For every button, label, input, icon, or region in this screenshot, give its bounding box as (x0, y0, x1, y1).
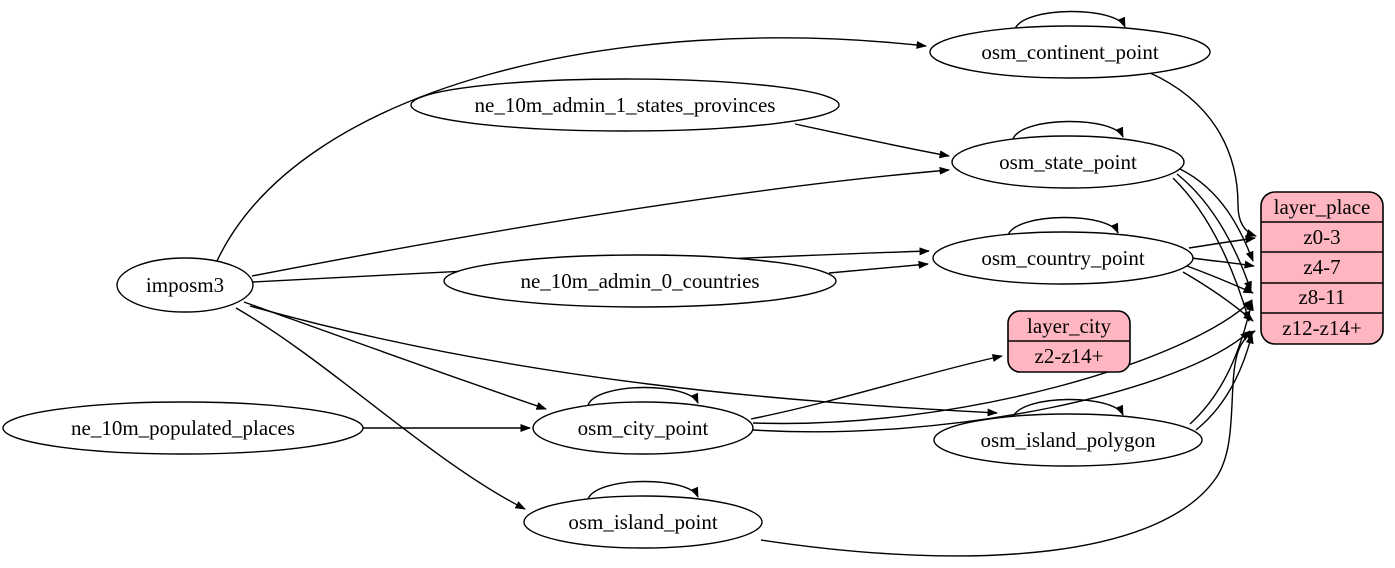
layer_place-row-z4-7: z4-7 (1303, 255, 1340, 279)
edge-imposm3-osm_city_point (243, 301, 547, 410)
nodes: imposm3 ne_10m_admin_1_states_provinces … (2, 25, 1211, 549)
node-ne_10m_populated_places-label: ne_10m_populated_places (71, 416, 295, 440)
node-ne_10m_admin_0_countries-label: ne_10m_admin_0_countries (520, 269, 759, 293)
self-loop-osm_state_point (1012, 120, 1124, 140)
edge-osm_island_polygon-layer_place-z12-z14 (1195, 333, 1254, 431)
node-ne_10m_admin_1_states_provinces-label: ne_10m_admin_1_states_provinces (475, 93, 776, 117)
self-loop-osm_country_point (1007, 216, 1119, 236)
edge-osm_state_point-layer_place-z4-7 (1179, 168, 1254, 262)
edges (216, 10, 1257, 557)
edge-imposm3-osm_island_polygon (249, 305, 998, 417)
edge-osm_country_point-layer_place-z4-7 (1191, 257, 1255, 269)
layer_place-row-z0-3: z0-3 (1303, 225, 1340, 249)
layer_place-row-z12-z14: z12-z14+ (1282, 316, 1361, 340)
edge-osm_country_point-layer_place-z12-z14 (1182, 271, 1254, 322)
node-osm_state_point-label: osm_state_point (999, 150, 1137, 174)
self-loop-osm_island_point (587, 480, 699, 500)
layer_place-title: layer_place (1274, 195, 1371, 219)
edge-osm_state_point-layer_place-z8-11 (1176, 173, 1252, 292)
edge-imposm3-osm_island_point (235, 307, 526, 510)
record-layer_city: layer_city z2-z14+ (1007, 310, 1131, 373)
edge-imposm3-osm_state_point (251, 166, 950, 277)
node-imposm3-label: imposm3 (146, 273, 224, 297)
edge-osm_country_point-layer_place-z8-11 (1186, 265, 1254, 294)
self-loop-osm_continent_point (1014, 10, 1126, 30)
record-layer_place: layer_place z0-3 z4-7 z8-11 z12-z14+ (1260, 191, 1384, 345)
edge-ne_10m_admin_0_countries-osm_country_point (828, 260, 929, 274)
node-osm_city_point-label: osm_city_point (578, 416, 709, 440)
node-osm_island_point: osm_island_point (523, 495, 763, 549)
node-osm_city_point: osm_city_point (532, 401, 754, 455)
edge-osm_island_polygon-layer_place-z8-11 (1189, 300, 1254, 425)
node-ne_10m_admin_0_countries: ne_10m_admin_0_countries (443, 254, 837, 308)
node-osm_continent_point-label: osm_continent_point (981, 40, 1158, 64)
edge-ne_10m_admin_1_states_provinces-osm_state_point (794, 123, 950, 159)
layer_city-title: layer_city (1027, 314, 1111, 338)
node-ne_10m_populated_places: ne_10m_populated_places (2, 401, 364, 455)
edge-osm_continent_point-layer_place-z0-3 (1147, 71, 1257, 237)
self-loop-osm_island_polygon (1012, 398, 1124, 418)
edge-osm_city_point-layer_city-z2-z14 (750, 354, 1003, 420)
self-loop-osm_city_point (587, 386, 699, 406)
edge-imposm3-osm_continent_point (216, 37, 927, 262)
edge-osm_island_point-layer_place-z12-z14 (760, 330, 1256, 557)
node-osm_island_point-label: osm_island_point (568, 510, 718, 534)
edge-osm_country_point-layer_place-z0-3 (1188, 235, 1256, 249)
node-osm_island_polygon: osm_island_polygon (933, 413, 1203, 467)
edge-osm_city_point-layer_place-z12-z14 (752, 330, 1251, 433)
node-osm_country_point: osm_country_point (932, 231, 1194, 285)
node-osm_island_polygon-label: osm_island_polygon (980, 428, 1156, 452)
node-imposm3: imposm3 (116, 257, 254, 313)
node-osm_state_point: osm_state_point (951, 135, 1185, 189)
layer_city-row-z2-z14: z2-z14+ (1035, 344, 1104, 368)
layer_place-row-z8-11: z8-11 (1298, 285, 1345, 309)
node-osm_country_point-label: osm_country_point (981, 246, 1144, 270)
node-osm_continent_point: osm_continent_point (929, 25, 1211, 79)
edge-osm_city_point-layer_place-z8-11 (752, 299, 1253, 425)
node-ne_10m_admin_1_states_provinces: ne_10m_admin_1_states_provinces (410, 78, 840, 132)
